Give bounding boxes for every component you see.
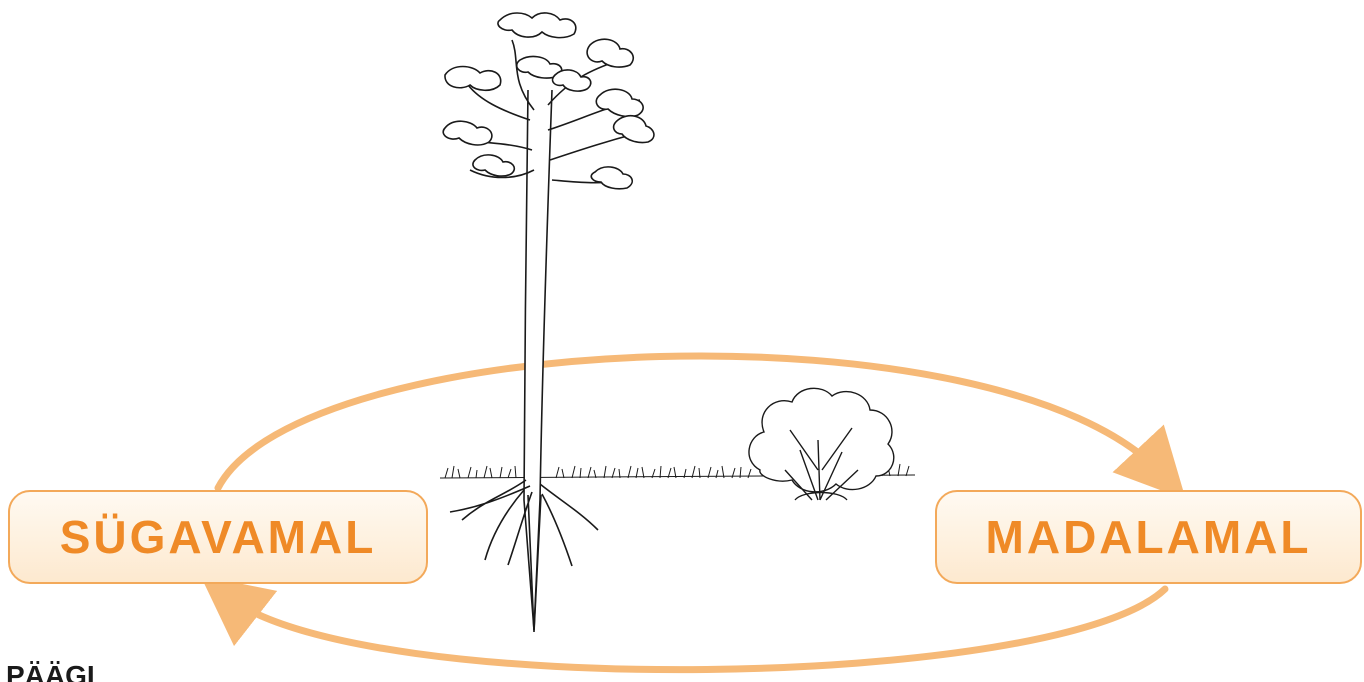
bush-icon xyxy=(749,388,894,500)
right-label: MADALAMAL xyxy=(986,510,1312,564)
left-label: SÜGAVAMAL xyxy=(60,510,377,564)
bottom-arrow xyxy=(228,589,1165,670)
top-arrow xyxy=(218,356,1162,488)
bottom-caption: PÄÄGI xyxy=(6,662,95,682)
right-label-box: MADALAMAL xyxy=(935,490,1362,584)
left-label-box: SÜGAVAMAL xyxy=(8,490,428,584)
pine-tree-icon xyxy=(443,13,654,632)
